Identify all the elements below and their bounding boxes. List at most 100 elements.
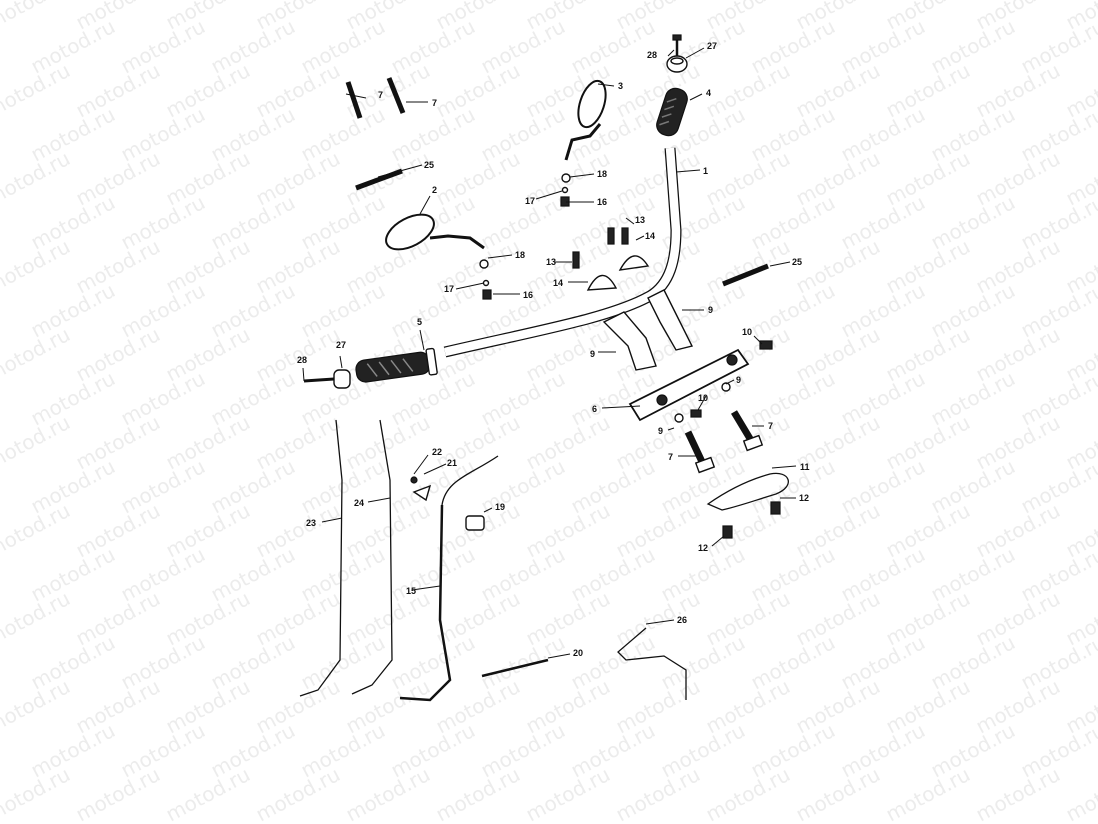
watermark-text: motod.ru [702,762,794,824]
watermark-text: motod.ru [837,718,929,782]
watermark-text: motod.ru [432,762,524,824]
callout-7c: 7 [768,421,773,431]
watermark-text: motod.ru [792,762,884,824]
watermark-text: motod.ru [837,190,929,254]
watermark-text: motod.ru [882,498,974,562]
watermark-text: motod.ru [162,586,254,650]
watermark-text: motod.ru [882,674,974,738]
watermark-text: motod.ru [72,234,164,298]
callout-5: 5 [417,317,422,327]
watermark-text: motod.ru [252,146,344,210]
watermark-text: motod.ru [297,542,389,606]
callout-9a: 9 [590,349,595,359]
callout-6: 6 [592,404,597,414]
watermark-text: motod.ru [162,498,254,562]
watermark-text: motod.ru [747,630,839,694]
screw-22 [410,476,418,484]
callout-3: 3 [618,81,623,91]
watermark-text: motod.ru [477,366,569,430]
callout-7d: 7 [668,452,673,462]
lower-clamp-hole-a [656,394,668,406]
handlebar-inner [444,147,681,357]
watermark-text: motod.ru [747,454,839,518]
watermark-text: motod.ru [927,542,1019,606]
watermark-text: motod.ru [387,542,479,606]
bracket-screw-right [770,501,781,515]
watermark-text: motod.ru [297,190,389,254]
watermark-text: motod.ru [117,366,209,430]
watermark-text: motod.ru [117,102,209,166]
throttle-cable-23 [299,419,343,697]
watermark-text: motod.ru [117,14,209,78]
mirror-washer-right [561,186,569,194]
watermark-text: motod.ru [972,322,1064,386]
watermark-text: motod.ru [432,410,524,474]
callout-9d: 9 [736,375,741,385]
watermark-text: motod.ru [837,542,929,606]
watermark-text: motod.ru [792,146,884,210]
watermark-text: motod.ru [747,718,839,782]
watermark-text: motod.ru [387,630,479,694]
watermark-text: motod.ru [162,234,254,298]
callout-12b: 12 [698,543,708,553]
watermark-text: motod.ru [972,762,1064,824]
callout-20: 20 [573,648,583,658]
watermark-text: motod.ru [117,718,209,782]
watermark-text: motod.ru [837,454,929,518]
clamp-bolt-left [572,251,580,269]
callout-25a: 25 [424,160,434,170]
throttle-cable-24 [351,419,393,695]
watermark-text: motod.ru [612,762,704,824]
watermark-text: motod.ru [27,454,119,518]
watermark-text: motod.ru [387,454,479,518]
watermark-text: motod.ru [117,190,209,254]
callout-13b: 13 [635,215,645,225]
watermark-text: motod.ru [567,454,659,518]
watermark-text: motod.ru [882,234,974,298]
cable-tie-right [722,263,769,287]
watermark-text: motod.ru [792,674,884,738]
watermark-text: motod.ru [27,366,119,430]
watermark-text: motod.ru [657,630,749,694]
callout-9b: 9 [708,305,713,315]
mirror-left [385,213,435,251]
grip-left [355,347,438,383]
callout-10a: 10 [742,327,752,337]
watermark-text: motod.ru [297,14,389,78]
clamp-bolt-10-low [690,409,702,418]
watermark-text: motod.ru [252,762,344,824]
mirror-right [577,79,607,129]
watermark-text: motod.ru [747,102,839,166]
watermark-text: motod.ru [702,146,794,210]
watermark-text: motod.ru [927,190,1019,254]
watermark-text: motod.ru [432,586,524,650]
cable-clip-19 [465,515,485,531]
watermark-text: motod.ru [837,102,929,166]
callout-14a: 14 [553,278,563,288]
callout-2: 2 [432,185,437,195]
watermark-text: motod.ru [297,102,389,166]
watermark-text: motod.ru [162,762,254,824]
watermark-text: motod.ru [522,410,614,474]
watermark-text: motod.ru [747,366,839,430]
watermark-text: motod.ru [522,762,614,824]
watermark-text: motod.ru [477,718,569,782]
watermark-text: motod.ru [27,630,119,694]
callout-22: 22 [432,447,442,457]
callout-7a: 7 [378,90,383,100]
watermark-text: motod.ru [207,190,299,254]
callout-1: 1 [703,166,708,176]
watermark-text: motod.ru [207,630,299,694]
watermark-text: motod.ru [702,674,794,738]
watermark-text: motod.ru [432,146,524,210]
watermark-text: motod.ru [612,498,704,562]
callout-11: 11 [800,462,810,472]
watermark-text: motod.ru [612,586,704,650]
watermark-text: motod.ru [207,102,299,166]
watermark-text: motod.ru [72,674,164,738]
watermark-text: motod.ru [117,278,209,342]
watermark-text: motod.ru [27,542,119,606]
callout-19: 19 [495,502,505,512]
